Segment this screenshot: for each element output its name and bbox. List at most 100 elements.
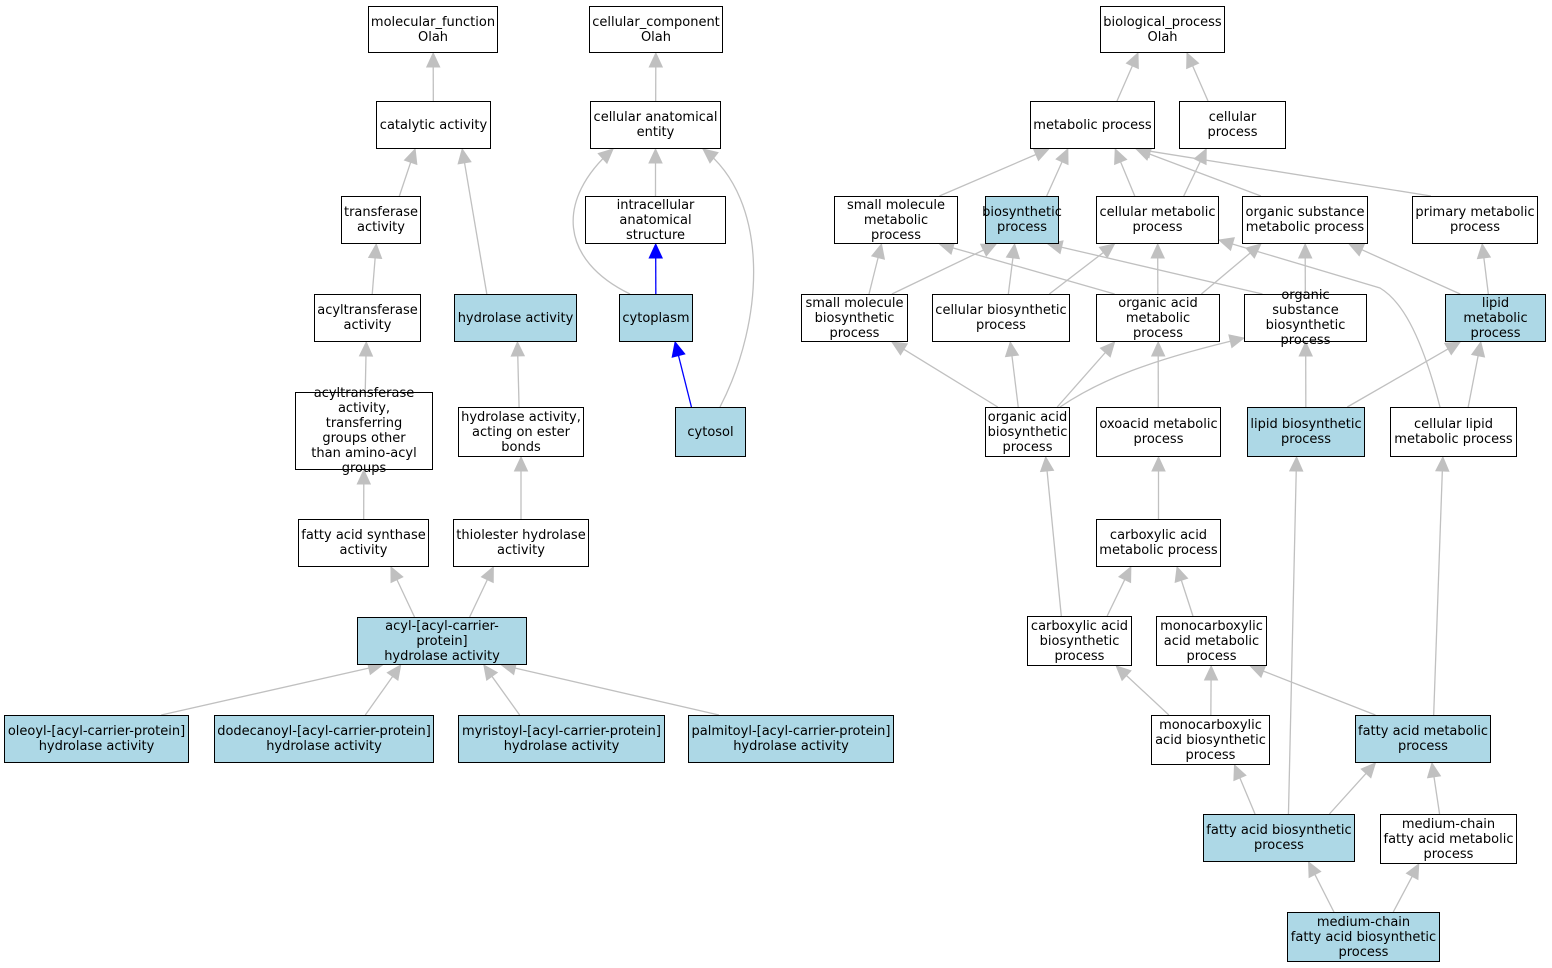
node-label: fatty acid biosynthetic process <box>1206 823 1352 853</box>
node-carboxylic-acid-biosynthetic-process[interactable]: carboxylic acid biosynthetic process <box>1027 616 1132 666</box>
node-label: cytoplasm <box>622 310 690 326</box>
edge-cell_lipid_met-to-cell_met <box>1217 237 1441 408</box>
edge-fa_bio-to-monocarb_bio <box>1233 763 1256 815</box>
node-biosynthetic-process[interactable]: biosynthetic process <box>982 196 1062 244</box>
edge-line <box>1007 256 1014 295</box>
node-medium-chain-fatty-acid-metabolic-process[interactable]: medium-chain fatty acid metabolic proces… <box>1380 814 1517 864</box>
edge-line <box>1046 160 1064 197</box>
node-lipid-metabolic-process[interactable]: lipid metabolic process <box>1445 294 1546 342</box>
node-biological-process[interactable]: biological_process Olah <box>1100 6 1225 53</box>
edge-org_sub_bio-to-biosynthetic <box>1046 240 1263 295</box>
node-fatty-acid-synthase-activity[interactable]: fatty acid synthase activity <box>298 519 429 567</box>
node-hydrolase-activity[interactable]: hydrolase activity <box>454 294 577 342</box>
edge-carbox_bio-to-carbox_met <box>1106 565 1132 617</box>
node-acyl-acp-hydrolase-activity[interactable]: acyl-[acyl-carrier-protein] hydrolase ac… <box>357 617 527 665</box>
edge-monocarb_bio-to-carbox_bio <box>1115 665 1170 716</box>
edge-arrowhead <box>1249 664 1267 679</box>
edge-arrowhead <box>597 148 614 165</box>
node-cytosol[interactable]: cytosol <box>675 407 746 457</box>
edge-org_acid_met-to-cell_met <box>1150 242 1166 295</box>
node-organic-acid-biosynthetic-process[interactable]: organic acid biosynthetic process <box>985 407 1070 457</box>
node-label: acyl-[acyl-carrier-protein] hydrolase ac… <box>384 618 500 664</box>
edge-org_acid_bio-to-org_sub_bio <box>1059 334 1246 408</box>
edge-arrowhead <box>1426 761 1442 779</box>
edge-arrowhead <box>1245 243 1262 259</box>
node-fatty-acid-metabolic-process[interactable]: fatty acid metabolic process <box>1355 715 1491 763</box>
edge-arrowhead <box>513 455 529 472</box>
node-label: carboxylic acid metabolic process <box>1099 528 1218 558</box>
node-oleoyl-acp-hydrolase-activity[interactable]: oleoyl-[acyl-carrier-protein] hydrolase … <box>4 715 189 763</box>
edge-arrowhead <box>648 147 663 164</box>
edge-fa_met-to-monocarb_met <box>1249 664 1376 716</box>
node-fatty-acid-biosynthetic-process[interactable]: fatty acid biosynthetic process <box>1203 814 1355 862</box>
node-label: cellular process <box>1207 110 1258 140</box>
edge-small_mol_met-to-metabolic <box>939 148 1050 197</box>
node-cytoplasm[interactable]: cytoplasm <box>619 294 693 342</box>
edge-arrowhead <box>1151 455 1166 472</box>
edge-line <box>1262 670 1376 716</box>
edge-line <box>1048 251 1105 295</box>
edge-line <box>364 675 394 716</box>
node-organic-substance-metabolic-process[interactable]: organic substance metabolic process <box>1242 196 1368 244</box>
edge-line <box>951 246 1115 295</box>
edge-line <box>161 667 370 716</box>
edge-arrowhead <box>1174 565 1189 584</box>
node-cellular-metabolic-process[interactable]: cellular metabolic process <box>1096 196 1219 244</box>
edge-cell_bio-to-biosynthetic <box>1005 242 1021 295</box>
node-organic-substance-biosynthetic-process[interactable]: organic substance biosynthetic process <box>1244 288 1367 348</box>
edge-arrowhead <box>1288 455 1304 472</box>
node-medium-chain-fatty-acid-biosynthetic-process[interactable]: medium-chain fatty acid biosynthetic pro… <box>1287 912 1440 962</box>
edge-arrowhead <box>890 341 909 356</box>
node-transferase-activity[interactable]: transferase activity <box>341 196 421 244</box>
node-acyltransferase-activity[interactable]: acyltransferase activity <box>314 294 421 342</box>
node-organic-acid-metabolic-process[interactable]: organic acid metabolic process <box>1096 294 1220 342</box>
edge-thiolester-to-hydrolase_ester <box>513 455 529 519</box>
node-label: carboxylic acid biosynthetic process <box>1030 618 1129 664</box>
node-thiolester-hydrolase-activity[interactable]: thiolester hydrolase activity <box>453 519 589 567</box>
edge-arrowhead <box>648 242 664 259</box>
node-label: dodecanoyl-[acyl-carrier-protein] hydrol… <box>217 724 431 754</box>
node-acyltransferase-activity-other-groups[interactable]: acyltransferase activity, transferring g… <box>295 386 433 476</box>
node-cellular-lipid-metabolic-process[interactable]: cellular lipid metabolic process <box>1390 407 1517 457</box>
node-label: lipid metabolic process <box>1463 295 1528 341</box>
edge-org_acid_bio-to-cell_bio <box>1004 340 1020 408</box>
node-catalytic-activity[interactable]: catalytic activity <box>376 101 491 149</box>
node-cellular-anatomical-entity[interactable]: cellular anatomical entity <box>590 101 721 149</box>
node-molecular-function[interactable]: molecular_function Olah <box>368 6 498 53</box>
node-lipid-biosynthetic-process[interactable]: lipid biosynthetic process <box>1247 407 1365 457</box>
node-cellular-component[interactable]: cellular_component Olah <box>589 6 723 53</box>
node-small-molecule-metabolic-process[interactable]: small molecule metabolic process <box>834 196 958 244</box>
node-label: transferase activity <box>343 205 419 235</box>
node-cellular-process[interactable]: cellular process <box>1179 101 1286 149</box>
edge-mc_fa_bio-to-fa_bio <box>1308 860 1335 913</box>
node-intracellular-anatomical-structure[interactable]: intracellular anatomical structure <box>585 196 726 244</box>
node-dodecanoyl-acp-hydrolase-activity[interactable]: dodecanoyl-[acyl-carrier-protein] hydrol… <box>214 715 434 763</box>
edge-acp_hydrolase-to-fas <box>390 565 416 618</box>
edge-cae-to-cc <box>648 51 664 102</box>
edge-line <box>1116 64 1134 102</box>
edge-transferase-to-catalytic <box>398 147 418 197</box>
node-monocarboxylic-acid-metabolic-process[interactable]: monocarboxylic acid metabolic process <box>1156 616 1267 666</box>
edge-line <box>1360 248 1461 295</box>
node-oxoacid-metabolic-process[interactable]: oxoacid metabolic process <box>1096 407 1221 457</box>
node-label: metabolic process <box>1033 117 1152 133</box>
node-metabolic-process[interactable]: metabolic process <box>1030 101 1155 149</box>
node-hydrolase-activity-ester-bonds[interactable]: hydrolase activity, acting on ester bond… <box>458 407 584 457</box>
node-myristoyl-acp-hydrolase-activity[interactable]: myristoyl-[acyl-carrier-protein] hydrola… <box>458 715 665 763</box>
node-primary-metabolic-process[interactable]: primary metabolic process <box>1412 196 1538 244</box>
edge-arrowhead <box>1308 860 1322 879</box>
node-cellular-biosynthetic-process[interactable]: cellular biosynthetic process <box>932 294 1070 342</box>
node-label: acyltransferase activity <box>317 303 418 333</box>
edge-catalytic-to-mf <box>425 51 441 102</box>
edge-cell_lipid_met-to-lipid_met <box>1467 340 1486 408</box>
edge-arrowhead <box>1228 334 1246 349</box>
node-carboxylic-acid-metabolic-process[interactable]: carboxylic acid metabolic process <box>1096 519 1221 567</box>
node-label: cytosol <box>687 424 734 440</box>
node-label: monocarboxylic acid metabolic process <box>1160 618 1263 664</box>
edge-arrowhead <box>510 340 526 357</box>
node-palmitoyl-acp-hydrolase-activity[interactable]: palmitoyl-[acyl-carrier-protein] hydrola… <box>688 715 894 763</box>
node-small-molecule-biosynthetic-process[interactable]: small molecule biosynthetic process <box>801 294 908 342</box>
node-monocarboxylic-acid-biosynthetic-process[interactable]: monocarboxylic acid biosynthetic process <box>1151 715 1270 765</box>
edge-line <box>398 161 412 197</box>
edge-acyltransferase_other-to-acyltransferase <box>358 340 374 393</box>
